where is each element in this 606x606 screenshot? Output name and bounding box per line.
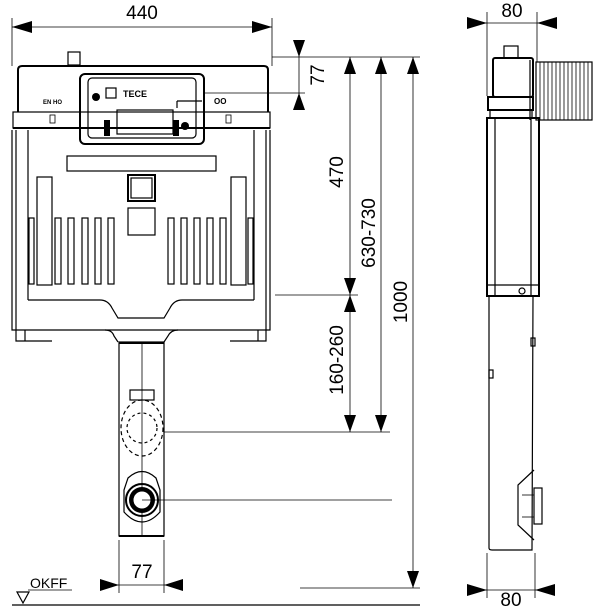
dimension-label-80-top: 80 [501,1,522,22]
dimension-label-160-260: 160-260 [327,325,348,395]
dimension-outlet-width-77: 77 [100,540,183,593]
dimension-label-77: 77 [308,64,329,85]
side-view-cistern: 80 80 [467,1,593,606]
dimension-width-440: 440 [11,3,273,66]
dimension-label-80-bottom: 80 [500,590,521,606]
dimension-label-440: 440 [126,3,158,24]
dimension-label-1000: 1000 [391,281,412,323]
floor-level-okff: OKFF [12,575,420,606]
cistern-ribs-right [167,217,254,285]
vertical-dimensions: 77 470 160-260 630-730 1000 [164,40,420,589]
dimension-label-outlet-77: 77 [131,562,152,583]
floor-label: OKFF [30,575,67,591]
side-grid-ribs [539,62,589,120]
cistern-right-label: OO [214,97,226,106]
cistern-ribs-left [28,217,115,285]
front-view-cistern: EN HO OO TECE [11,51,392,537]
dimension-label-470: 470 [327,156,348,188]
cistern-brand-logo: TECE [123,89,147,99]
dimension-label-630-730: 630-730 [359,198,380,268]
cistern-left-label: EN HO [43,100,62,106]
